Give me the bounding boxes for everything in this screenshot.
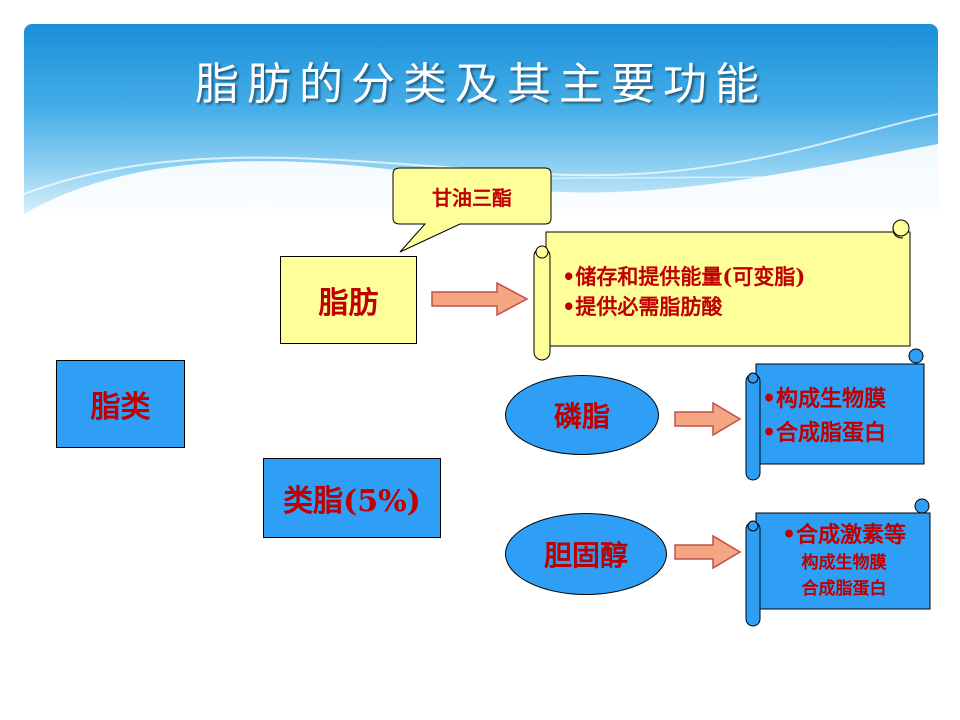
callout-triglyceride: 甘油三酯 [432,185,512,210]
scroll-cholesterol [745,498,931,627]
page-title: 脂肪的分类及其主要功能 [195,59,767,110]
callout-bubble [392,167,552,253]
scroll-phospholipid [745,348,925,481]
node-lipoid-label: 类脂(5%) [283,484,421,519]
scroll-fat [533,219,911,361]
node-cholesterol-label: 胆固醇 [543,539,628,572]
cholesterol-function-item: 构成生物膜 [801,553,887,573]
cholesterol-function-item: •合成激素等 [781,522,907,548]
arrow-phospholipid [674,401,742,437]
phospholipid-function-item: •构成生物膜 [762,386,887,412]
node-fat: 脂肪 [280,256,417,344]
arrow-cholesterol [674,534,742,570]
node-lipids-label: 脂类 [90,390,151,425]
node-fat-label: 脂肪 [318,286,379,321]
node-phospholipid: 磷脂 [505,375,659,455]
fat-functions: •储存和提供能量(可变脂) •提供必需脂肪酸 [562,262,805,322]
phospholipid-functions: •构成生物膜 •合成脂蛋白 [762,382,886,450]
cholesterol-functions: •合成激素等 构成生物膜 合成脂蛋白 [760,520,928,602]
node-phospholipid-label: 磷脂 [553,400,610,433]
fat-function-item: •提供必需脂肪酸 [562,294,723,319]
node-lipids: 脂类 [56,360,185,448]
fat-function-item: •储存和提供能量(可变脂) [562,264,806,289]
node-cholesterol: 胆固醇 [505,513,667,595]
cholesterol-function-item: 合成脂蛋白 [801,579,887,599]
arrow-fat [431,281,529,317]
phospholipid-function-item: •合成脂蛋白 [762,420,887,446]
node-lipoid: 类脂(5%) [263,458,441,538]
